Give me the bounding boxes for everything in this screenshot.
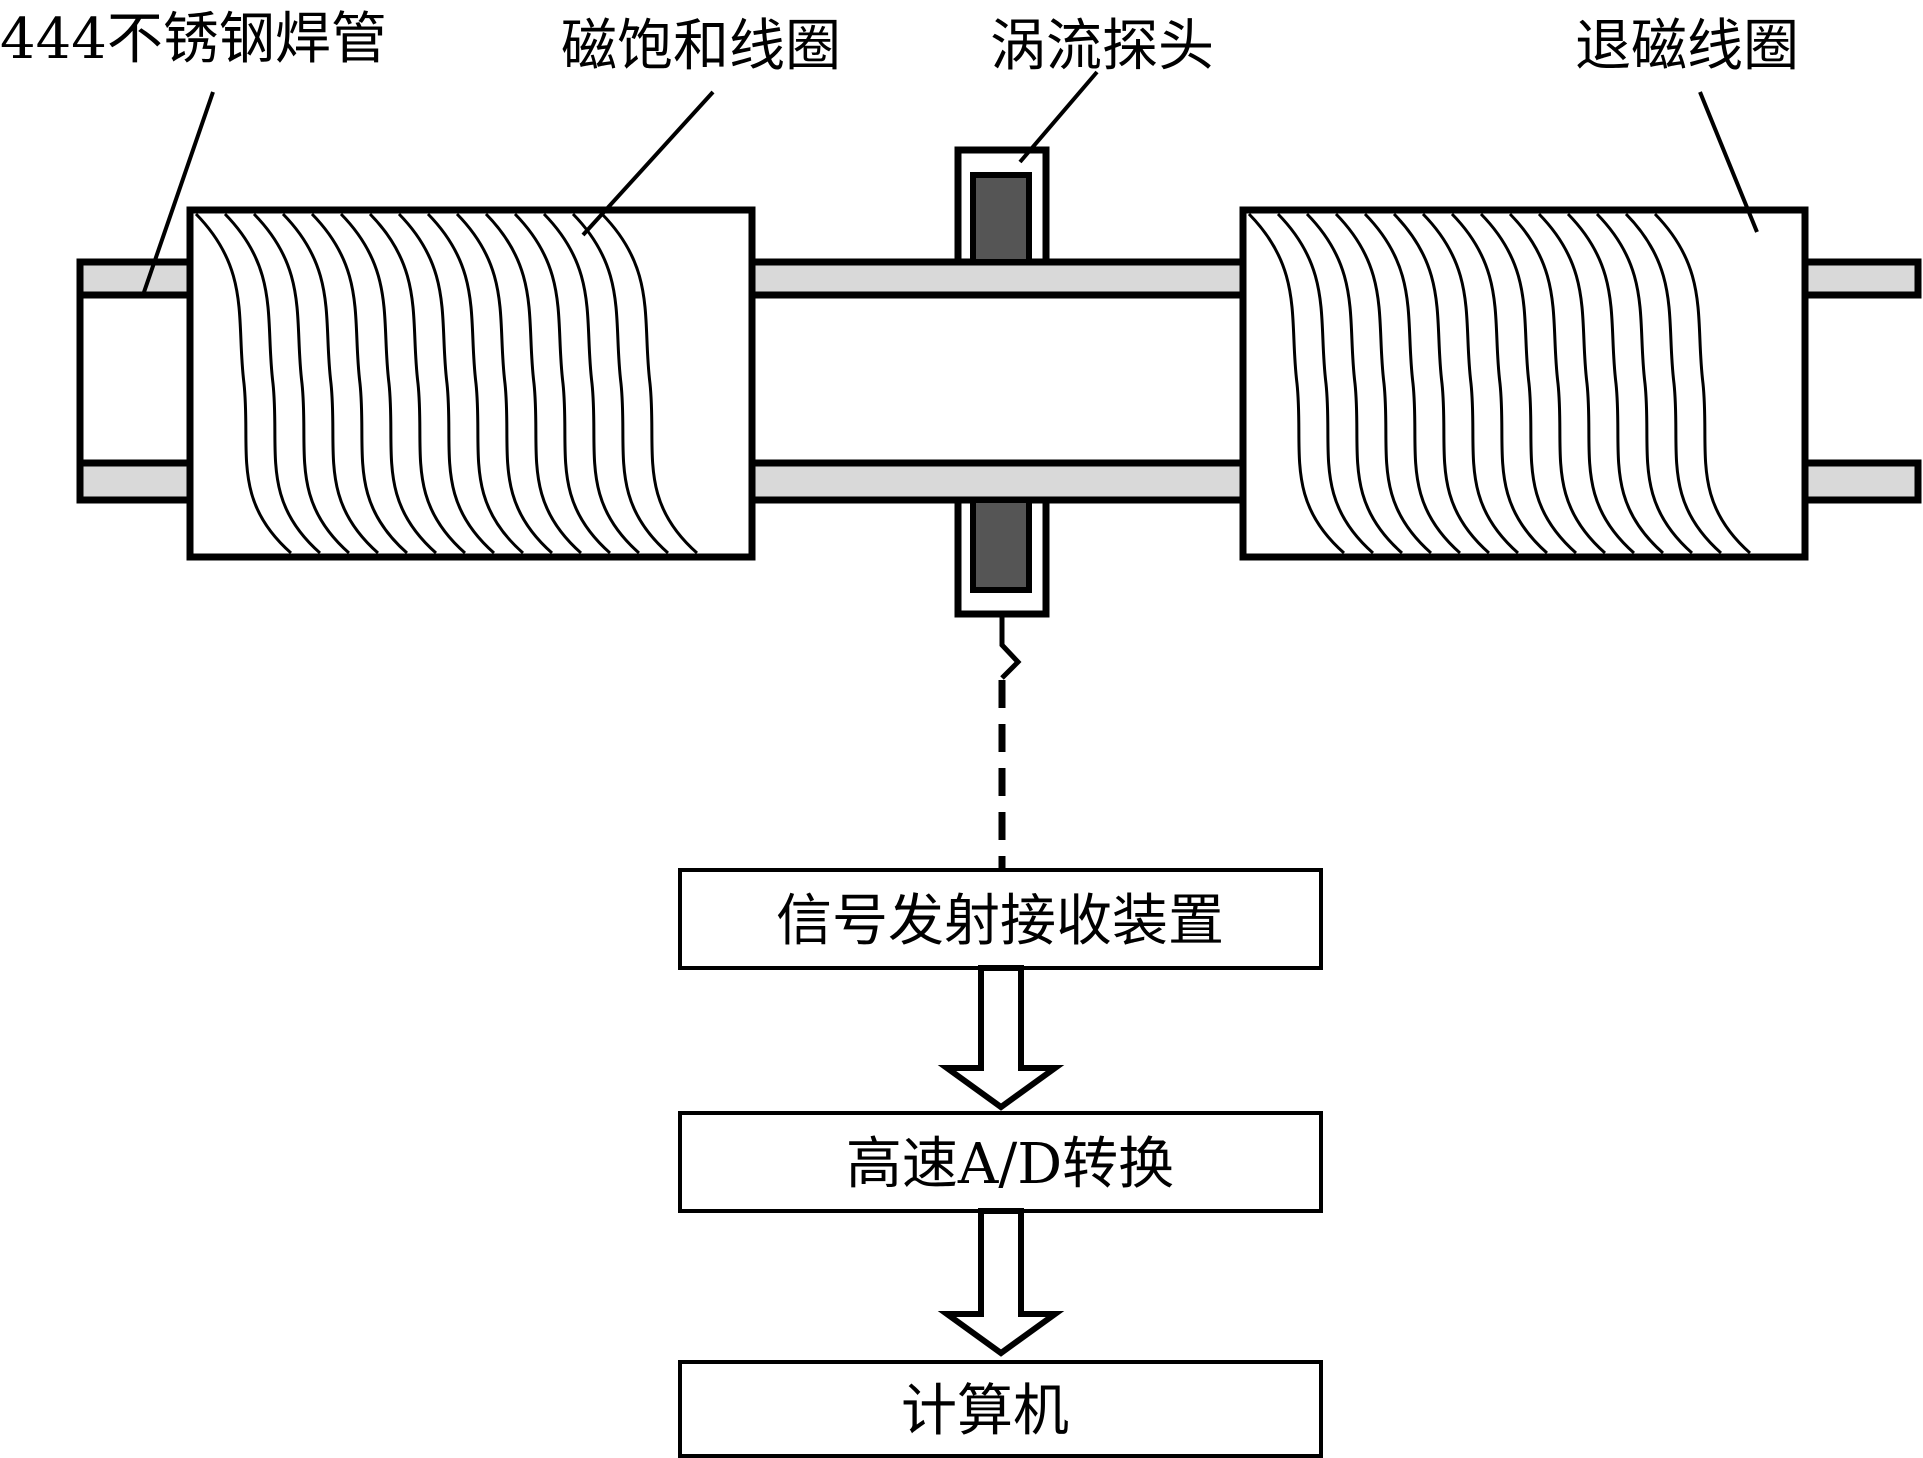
leader-lines (141, 70, 1759, 296)
block-signal-label: 信号发射接收装置 (776, 889, 1224, 954)
label-pipe: 444不锈钢焊管 (0, 7, 387, 72)
block-computer: 计算机 (678, 1360, 1323, 1458)
label-probe: 涡流探头 (990, 14, 1214, 79)
leader-pipe (141, 91, 215, 296)
coil-winding (1595, 212, 1693, 555)
coil-winding (1537, 212, 1635, 555)
arrow-adc-to-computer (937, 1208, 1065, 1357)
coil-winding (1305, 212, 1403, 555)
coil-winding (1334, 212, 1432, 555)
coil-winding (281, 212, 379, 555)
block-signal: 信号发射接收装置 (678, 868, 1323, 970)
leader-demag-coil (1698, 91, 1759, 233)
cable-zigzag (999, 614, 1022, 680)
coil-winding (1566, 212, 1664, 555)
probe-cable (998, 614, 1022, 868)
coil-winding (310, 212, 408, 555)
coil-winding (542, 212, 640, 555)
coil-winding (1450, 212, 1548, 555)
coil-winding (513, 212, 611, 555)
coil-winding (1276, 212, 1374, 555)
coil-winding (426, 212, 524, 555)
coil-winding (194, 212, 292, 555)
arrow-signal-to-adc (937, 965, 1065, 1111)
probe-top-core (970, 172, 1032, 265)
block-signal-box (678, 868, 1323, 970)
coil-winding (368, 212, 466, 555)
coil-winding (1624, 212, 1722, 555)
probe-bottom-core (970, 497, 1032, 593)
block-computer-label: 计算机 (901, 1379, 1069, 1444)
coil-winding (600, 212, 698, 555)
eddy-probe (954, 146, 1050, 618)
coil-winding (1653, 212, 1751, 555)
coil-winding (1363, 212, 1461, 555)
demag-coil-windings (1247, 212, 1751, 555)
coil-winding (1479, 212, 1577, 555)
label-demag-coil: 退磁线圈 (1575, 14, 1799, 79)
demag-coil (1239, 206, 1809, 561)
coil-winding (484, 212, 582, 555)
coil-winding (397, 212, 495, 555)
coil-winding (223, 212, 321, 555)
label-saturation-coil: 磁饱和线圈 (561, 14, 841, 79)
leader-saturation-coil (581, 90, 715, 237)
coil-winding (1421, 212, 1519, 555)
coil-winding (1392, 212, 1490, 555)
block-computer-box (678, 1360, 1323, 1458)
coil-winding (571, 212, 669, 555)
coil-winding (339, 212, 437, 555)
coil-winding (1247, 212, 1345, 555)
block-adc-box (678, 1111, 1323, 1213)
coil-winding (1508, 212, 1606, 555)
saturation-coil-windings (194, 212, 698, 555)
saturation-coil (186, 206, 756, 561)
block-adc-label: 高速A/D转换 (846, 1132, 1174, 1197)
block-adc: 高速A/D转换 (678, 1111, 1323, 1213)
coil-winding (455, 212, 553, 555)
coil-winding (252, 212, 350, 555)
leader-probe (1018, 70, 1099, 164)
